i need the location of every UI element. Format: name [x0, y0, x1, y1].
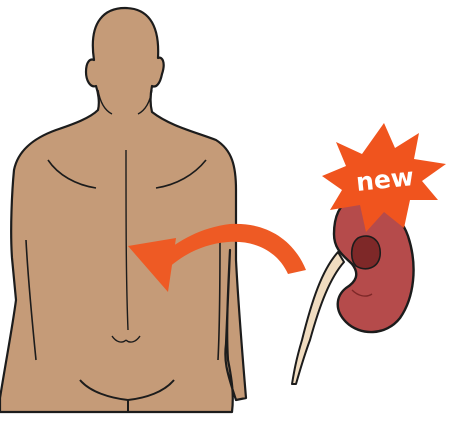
ureter: [292, 252, 344, 384]
body-silhouette: [0, 8, 246, 412]
badge-label: new: [355, 162, 416, 197]
kidney-hilum: [352, 236, 380, 269]
human-back-figure: [0, 8, 246, 412]
kidney-icon: [292, 198, 414, 384]
